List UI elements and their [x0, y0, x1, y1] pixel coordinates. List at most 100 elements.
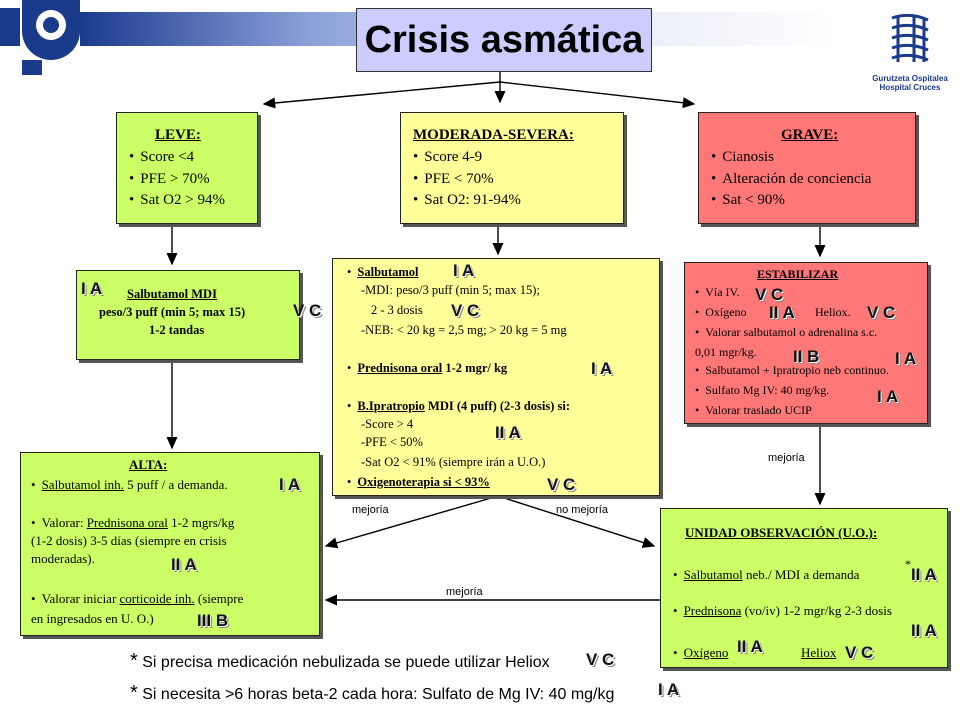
ipratropio-text: MDI (4 puff) (2-3 dosis) si:	[428, 399, 571, 413]
prednisona-title: Prednisona oral	[357, 361, 443, 375]
evidence-badge: V C	[845, 643, 874, 662]
salbutamol-title: Salbutamol	[357, 265, 419, 279]
alta-corticoide-line: Valorar iniciar corticoide inh. (siempre	[31, 591, 243, 607]
alta-valorar-detail-2: moderadas).	[31, 551, 95, 566]
evidence-badge: V C	[867, 303, 896, 322]
traslado-text: Valorar traslado UCIP	[705, 403, 812, 417]
ipratropio-line: B.Ipratropio MDI (4 puff) (2-3 dosis) si…	[347, 399, 570, 414]
list-item: Score 4-9	[413, 147, 623, 169]
salbutamol-ipratropio-text: Salbutamol + Ipratropio neb continuo.	[705, 363, 889, 377]
oxigeno-line: Oxigenoterapia si < 93%	[347, 475, 490, 490]
evidence-badge: I A	[279, 475, 301, 494]
list-item: Sat O2: 91-94%	[413, 190, 623, 212]
evidence-badge: II A	[911, 565, 937, 584]
footnote-sulfato: * Si necesita >6 horas beta-2 cada hora:…	[130, 682, 614, 705]
oxigeno-text: Oxígeno	[705, 305, 747, 319]
page-title: Crisis asmática	[364, 18, 644, 61]
salbutamol-line: Salbutamol	[347, 265, 419, 280]
list-item: Score <4	[129, 147, 257, 169]
leve-list: Score <4 PFE > 70% Sat O2 > 94%	[129, 147, 257, 212]
uo-box: UNIDAD OBSERVACIÓN (U.O.): Salbutamol ne…	[660, 508, 948, 668]
hospital-name-2: Hospital Cruces	[879, 83, 941, 92]
mejoria-label-estabilizar: mejoría	[768, 452, 805, 464]
evidence-badge: V C	[586, 650, 615, 669]
alta-prednisona-dose: 1-2 mgrs/kg	[171, 515, 235, 530]
evidence-badge: III B	[197, 611, 229, 630]
title-box: Crisis asmática	[356, 8, 652, 72]
prednisona-line: Prednisona oral 1-2 mgr/ kg	[347, 361, 507, 376]
moderada-list: Score 4-9 PFE < 70% Sat O2: 91-94%	[413, 147, 623, 212]
list-item: Sat O2 > 94%	[129, 190, 257, 212]
footnote-star: *	[130, 682, 138, 704]
salbutamol-leve-title: Salbutamol MDI	[127, 287, 217, 301]
grave-heading: GRAVE:	[781, 127, 839, 143]
alta-corticoide-drug: corticoide inh.	[119, 591, 195, 606]
alta-valorar-detail: (1-2 dosis) 3-5 días (siempre en crisis	[31, 533, 227, 548]
heliox-text: Heliox.	[815, 305, 851, 319]
evidence-badge: II B	[793, 347, 820, 366]
salbutamol-leve-box: I A Salbutamol MDI peso/3 puff (min 5; m…	[76, 270, 321, 360]
list-item: Alteración de conciencia	[711, 169, 915, 191]
alta-corticoide-detail: en ingresados en U. O.)	[31, 611, 154, 626]
uo-salbutamol-dose: neb./ MDI a demanda	[746, 567, 860, 582]
traslado-line: Valorar traslado UCIP	[695, 403, 812, 418]
list-item: PFE > 70%	[129, 169, 257, 191]
via-line: Vía IV.	[695, 285, 740, 300]
salbutamol-leve-dose: peso/3 puff (min 5; max 15)	[99, 305, 246, 319]
moderada-heading: MODERADA-SEVERA:	[413, 127, 574, 143]
evidence-badge: I A	[895, 349, 917, 368]
oxigenoterapia-text: Oxigenoterapia si < 93%	[357, 475, 490, 489]
uo-prednisona-line: Prednisona (vo/iv) 1-2 mgr/kg 2-3 dosis	[673, 603, 892, 619]
alta-title: ALTA:	[129, 457, 168, 472]
alta-valorar-label: Valorar:	[41, 515, 84, 530]
leve-box: LEVE: Score <4 PFE > 70% Sat O2 > 94%	[116, 112, 258, 224]
via-text: Vía IV.	[705, 285, 740, 299]
uo-star: *	[905, 557, 911, 571]
mdi-line: -MDI: peso/3 puff (min 5; max 15);	[361, 283, 540, 297]
list-item: PFE < 70%	[413, 169, 623, 191]
estabilizar-title: ESTABILIZAR	[757, 267, 839, 281]
evidence-badge: V C	[293, 301, 322, 320]
alta-corticoide-label: Valorar iniciar	[41, 591, 117, 606]
mejoria-label-uo: mejoría	[446, 586, 483, 598]
evidence-badge: V C	[451, 301, 480, 320]
no-mejoria-label: no mejoría	[556, 504, 608, 516]
salbutamol-ipratropio-line: Salbutamol + Ipratropio neb continuo.	[695, 363, 889, 378]
uo-oxigeno: Oxígeno	[683, 645, 729, 660]
valorar-text: Valorar salbutamol o adrenalina s.c.	[705, 325, 878, 339]
corner-logo	[0, 0, 80, 75]
alta-salbutamol-drug: Salbutamol inh.	[41, 477, 124, 492]
uo-salbutamol-drug: Salbutamol	[683, 567, 743, 582]
footnote-star: *	[130, 650, 138, 672]
valorar-line: Valorar salbutamol o adrenalina s.c.	[695, 325, 877, 340]
salbutamol-leve-tandas: 1-2 tandas	[149, 323, 205, 337]
evidence-badge: I A	[877, 387, 899, 406]
footnote-heliox-text: Si precisa medicación nebulizada se pued…	[142, 654, 550, 671]
evidence-badge: V C	[547, 475, 576, 494]
uo-title: UNIDAD OBSERVACIÓN (U.O.):	[685, 525, 878, 540]
uo-salbutamol-line: Salbutamol neb./ MDI a demanda	[673, 567, 859, 583]
moderada-box: MODERADA-SEVERA: Score 4-9 PFE < 70% Sat…	[400, 112, 624, 224]
evidence-badge: II A	[495, 423, 521, 442]
sulfato-line: Sulfato Mg IV: 40 mg/kg.	[695, 383, 829, 398]
uo-prednisona-drug: Prednisona	[683, 603, 742, 618]
alta-valorar-line: Valorar: Prednisona oral 1-2 mgrs/kg	[31, 515, 234, 531]
oxigeno-line: Oxígeno	[695, 305, 747, 320]
hospital-logo-icon	[891, 13, 929, 62]
alta-salbutamol-dose: 5 puff / a demanda.	[127, 477, 228, 492]
alta-prednisona: Prednisona oral	[86, 515, 168, 530]
uo-oxigeno-line: Oxígeno	[673, 645, 728, 661]
uo-prednisona-dose: (vo/iv) 1-2 mgr/kg 2-3 dosis	[744, 603, 892, 618]
evidence-badge: II A	[911, 621, 937, 640]
sat-line: -Sat O2 < 91% (siempre irán a U.O.)	[361, 455, 546, 469]
evidence-badge: II A	[769, 303, 795, 322]
footnote-sulfato-text: Si necesita >6 horas beta-2 cada hora: S…	[142, 686, 615, 703]
valorar-dose: 0,01 mgr/kg.	[695, 345, 757, 359]
neb-line: -NEB: < 20 kg = 2,5 mg; > 20 kg = 5 mg	[361, 323, 567, 337]
moderada-treatment-box: Salbutamol I A -MDI: peso/3 puff (min 5;…	[332, 258, 660, 496]
alta-salbutamol-line: Salbutamol inh. 5 puff / a demanda.	[31, 477, 228, 493]
ipratropio-title: B.Ipratropio	[357, 399, 425, 413]
alta-corticoide-note: (siempre	[197, 591, 244, 606]
uo-heliox: Heliox	[801, 645, 837, 660]
